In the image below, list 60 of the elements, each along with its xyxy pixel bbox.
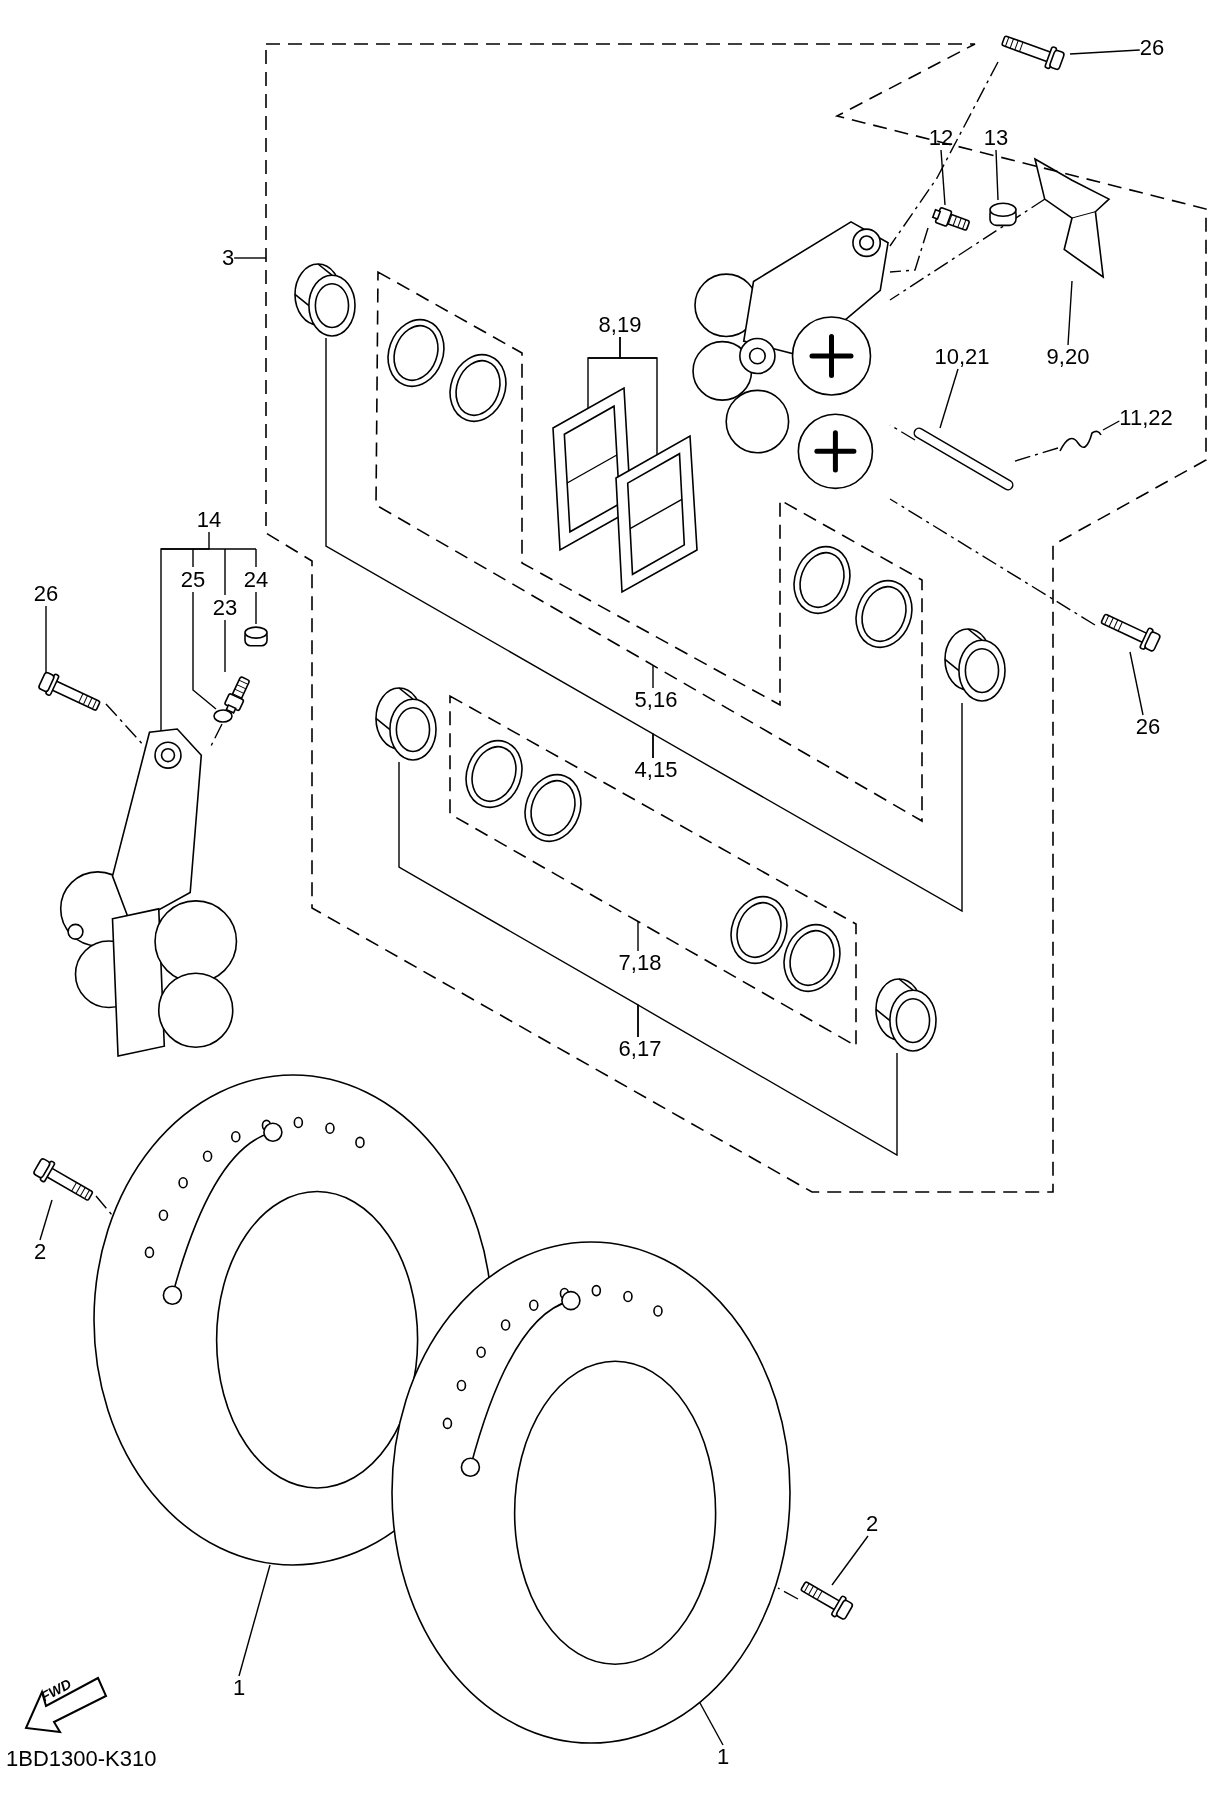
leader-line [1067,280,1073,346]
leader-line [637,920,639,952]
piston-drawing [293,262,357,338]
piston-drawing [943,627,1007,703]
cap-drawing [243,624,269,650]
center-line [889,227,929,273]
callout-number: 26 [1139,36,1165,60]
leader-line [224,619,226,673]
center-line [889,61,999,247]
center-line [889,498,1096,626]
leader-line [192,591,217,710]
callout-number: 3 [221,246,235,270]
leader-line [637,1003,898,1157]
leader-line [652,702,963,913]
callout-number: 26 [1135,715,1161,739]
callout-number: 7,18 [618,951,662,975]
leader-line [619,336,658,456]
callout-number: 25 [180,568,206,592]
leader-line [831,1535,869,1586]
center-line [209,723,223,749]
callout-number: 1 [716,1745,730,1769]
center-line [777,1587,799,1600]
brake-pad-drawing [614,434,699,594]
callout-number: 10,21 [934,345,990,369]
leader-line [1102,420,1120,431]
piston-drawing [874,977,938,1053]
piston-drawing [374,686,438,762]
callout-number: 4,15 [634,758,678,782]
leader-line [939,368,959,429]
callout-number: 12 [928,126,954,150]
callout-number: 26 [33,582,59,606]
leader-line [652,665,654,689]
callout-number: 14 [196,508,222,532]
callout-number: 2 [33,1240,47,1264]
callout-number: 8,19 [598,313,642,337]
callout-number: 11,22 [1119,406,1173,430]
callout-number: 1 [232,1676,246,1700]
callout-number: 6,17 [618,1037,662,1061]
leader-line [39,1199,53,1241]
leader-line [1129,651,1144,716]
leader-line [995,149,999,201]
center-line [889,198,1046,301]
leader-line [238,1564,271,1677]
leader-line [160,531,210,732]
callout-number: 5,16 [634,688,678,712]
diagram-code: 1BD1300-K310 [6,1746,157,1772]
pad-spring-drawing [1033,155,1111,281]
callout-number: 23 [212,596,238,620]
leader-line [255,591,257,625]
leader-line [1069,49,1141,55]
leader-line [940,149,946,206]
callout-number: 24 [243,568,269,592]
leader-line [233,257,267,259]
leader-line [699,1702,724,1746]
center-line [95,1195,113,1216]
callout-number: 9,20 [1046,345,1090,369]
brake-disc-drawing [390,1240,792,1745]
callout-number: 13 [983,126,1009,150]
callout-number: 2 [865,1512,879,1536]
pad-pin-drawing [915,428,1012,490]
